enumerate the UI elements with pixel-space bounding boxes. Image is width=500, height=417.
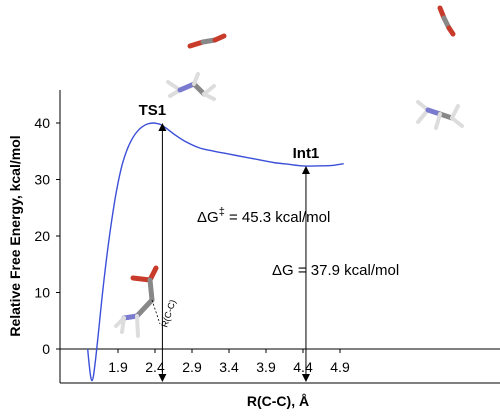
x-axis-title: R(C-C), Å [247,393,309,409]
reaction-energy-annotation: ΔG = 37.9 kcal/mol [272,262,399,279]
x-tick-label: 4.4 [293,359,313,375]
x-tick-label: 3.9 [256,359,276,375]
int1-molecule-image [416,5,464,130]
y-axis-title: Relative Free Energy, kcal/mol [7,135,23,336]
x-tick-label: 4.9 [330,359,350,375]
y-tick-label: 30 [34,172,50,188]
y-tick-label: 10 [34,285,50,301]
ts1-label: TS1 [139,102,167,119]
ts1-co2-fragment [187,33,227,49]
barrier-value: = 45.3 kcal/mol [225,209,330,226]
int1-amine-fragment [416,100,464,130]
ts1-molecule-image [166,33,227,101]
barrier-delta: ΔG [197,209,219,226]
energy-profile-line [87,122,344,382]
y-tick-label: 0 [42,341,50,357]
y-ticks: 0 10 20 30 40 [34,115,60,357]
x-tick-label: 2.9 [182,359,202,375]
int1-co2-fragment [437,5,456,37]
barrier-double-dagger: ‡ [219,206,225,218]
barrier-annotation: ΔG‡ = 45.3 kcal/mol [197,206,330,226]
x-tick-label: 3.4 [219,359,239,375]
ts1-amine-fragment [166,72,216,101]
reactant-molecule-image: R(C-C) [114,265,178,338]
y-tick-label: 20 [34,228,50,244]
int1-label: Int1 [293,145,320,162]
x-tick-label: 1.9 [108,359,128,375]
y-tick-label: 40 [34,115,50,131]
